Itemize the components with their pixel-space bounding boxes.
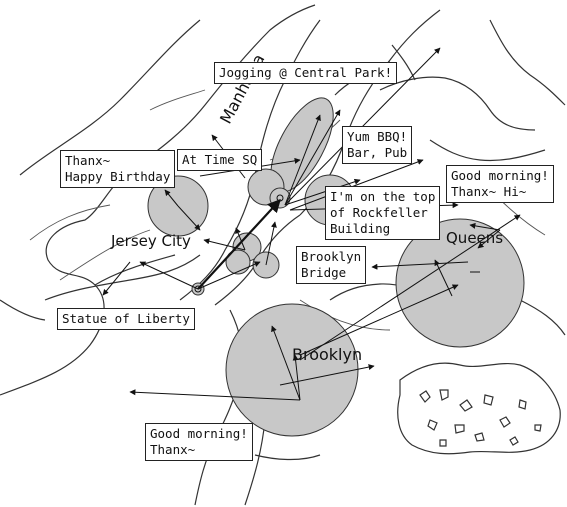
small-markers: [194, 194, 480, 293]
statue-of-liberty-label: Statue of Liberty: [57, 308, 195, 330]
jogging-central-park-label: Jogging @ Central Park!: [214, 62, 398, 84]
good-morning-brooklyn-label: Good morning! Thanx~: [145, 423, 253, 461]
cluster-brooklyn: [225, 303, 359, 437]
queens-label: Queens: [446, 229, 504, 247]
cluster-midtown: [269, 187, 291, 209]
rockefeller-label: I'm on the top of Rockfeller Building: [325, 186, 441, 240]
happy-birthday-label: Thanx~ Happy Birthday: [60, 150, 176, 188]
brooklyn-label: Brooklyn: [292, 345, 363, 364]
time-sq-label: At Time SQ: [177, 149, 263, 171]
jersey-city-label: Jersey City: [111, 232, 191, 250]
good-morning-queens-label: Good morning! Thanx~ Hi~: [446, 165, 554, 203]
bbq-label: Yum BBQ! Bar, Pub: [342, 126, 413, 164]
cluster-queens: [395, 218, 525, 348]
brooklyn-bridge-label: Brooklyn Bridge: [296, 246, 367, 284]
cluster-downtown-b: [225, 249, 251, 275]
